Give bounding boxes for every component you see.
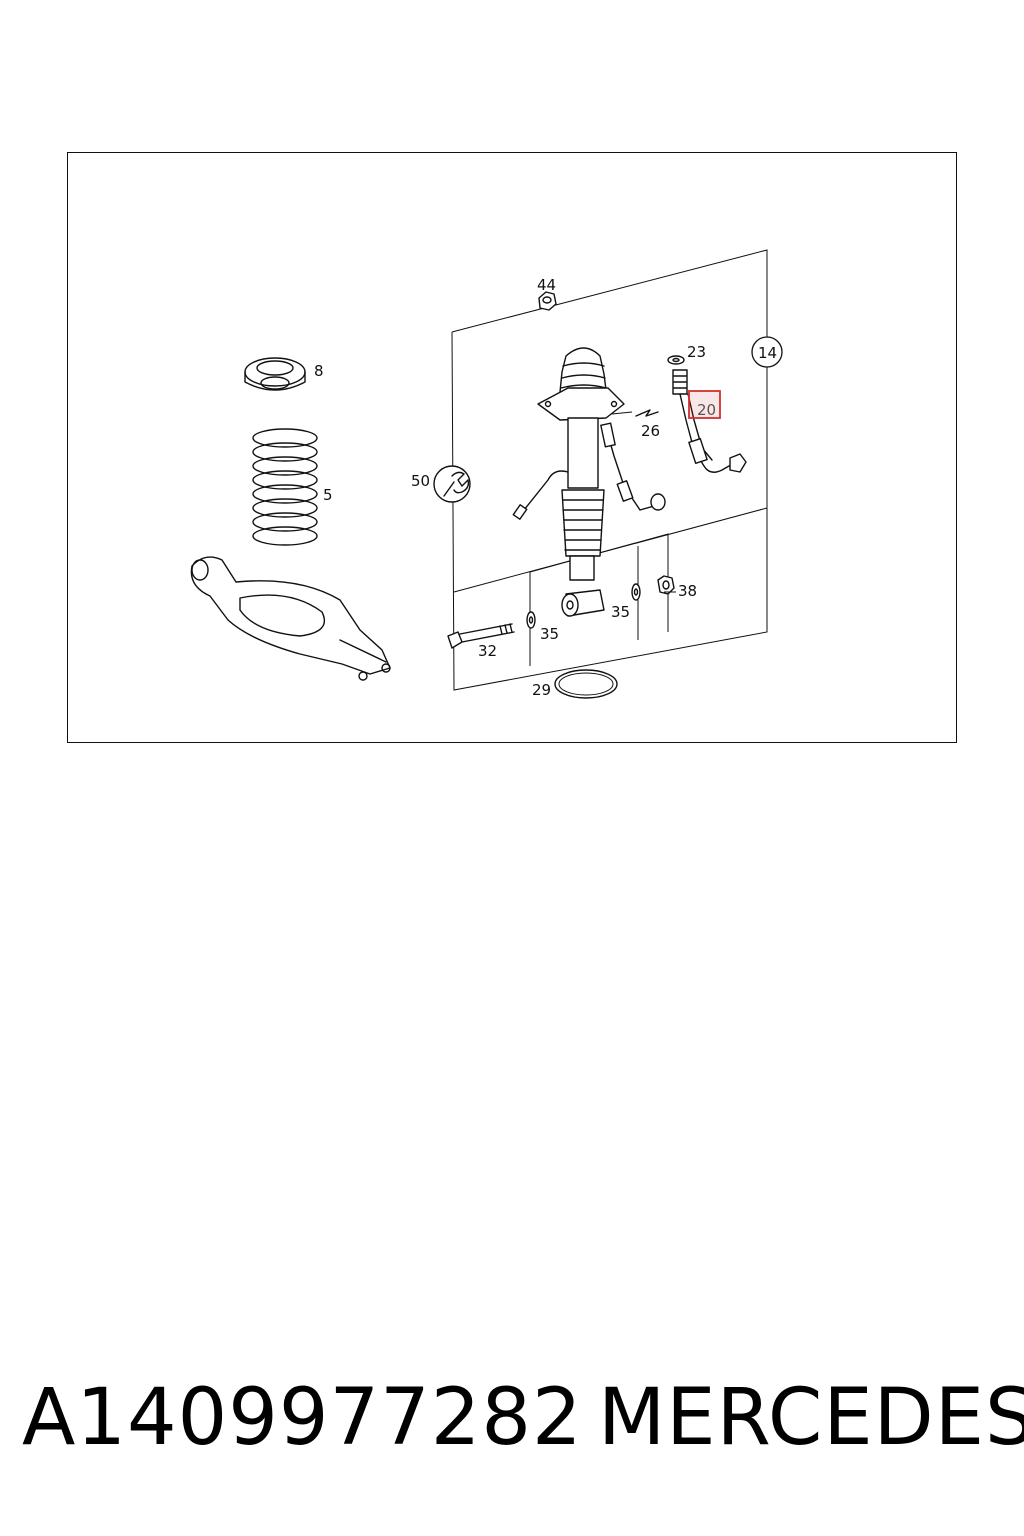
callout-50: 50 [411, 472, 430, 490]
sensor-cable[interactable] [512, 470, 569, 520]
footer-caption: A1409977282 MERCEDES [0, 1368, 1024, 1478]
washer-part-23[interactable] [667, 355, 685, 365]
coil-spring-part-5[interactable] [252, 428, 318, 546]
hose-part-20[interactable] [672, 369, 747, 473]
nut-part-38[interactable] [657, 575, 675, 595]
callout-29: 29 [532, 681, 551, 699]
callout-23: 23 [687, 343, 706, 361]
callout-32: 32 [478, 642, 497, 660]
callout-44: 44 [537, 276, 556, 294]
parts-diagram: 44 23 14 8 20 26 50 5 38 35 35 32 29 [190, 249, 783, 699]
callout-20: 20 [697, 401, 716, 419]
shock-absorber-strut[interactable] [537, 347, 625, 617]
control-arm[interactable] [190, 556, 391, 681]
washer-part-35-left[interactable] [526, 611, 536, 629]
callout-14: 14 [758, 344, 777, 362]
callout-35-right: 35 [611, 603, 630, 621]
callout-26: 26 [641, 422, 660, 440]
diagram-frame [67, 152, 957, 743]
brand-name: MERCEDES [598, 1373, 1024, 1463]
assembly-panel [451, 249, 768, 691]
nut-part-44[interactable] [538, 291, 557, 311]
callout-35-left: 35 [540, 625, 559, 643]
ring-part-29[interactable] [554, 669, 618, 699]
callout-5: 5 [323, 486, 333, 504]
clip-part-26[interactable] [635, 409, 659, 417]
leader-lines [611, 411, 676, 593]
part-number: A1409977282 [22, 1373, 583, 1463]
strut-hydraulic-line[interactable] [600, 422, 666, 511]
callout-38: 38 [678, 582, 697, 600]
wrench-icon[interactable] [433, 465, 471, 503]
reference-circle-14[interactable] [751, 336, 783, 368]
spring-seat-part-8[interactable] [244, 357, 306, 391]
callout-8: 8 [314, 362, 324, 380]
highlight-box-20 [688, 390, 721, 419]
washer-part-35-right[interactable] [631, 583, 641, 601]
bolt-part-32[interactable] [447, 623, 515, 649]
